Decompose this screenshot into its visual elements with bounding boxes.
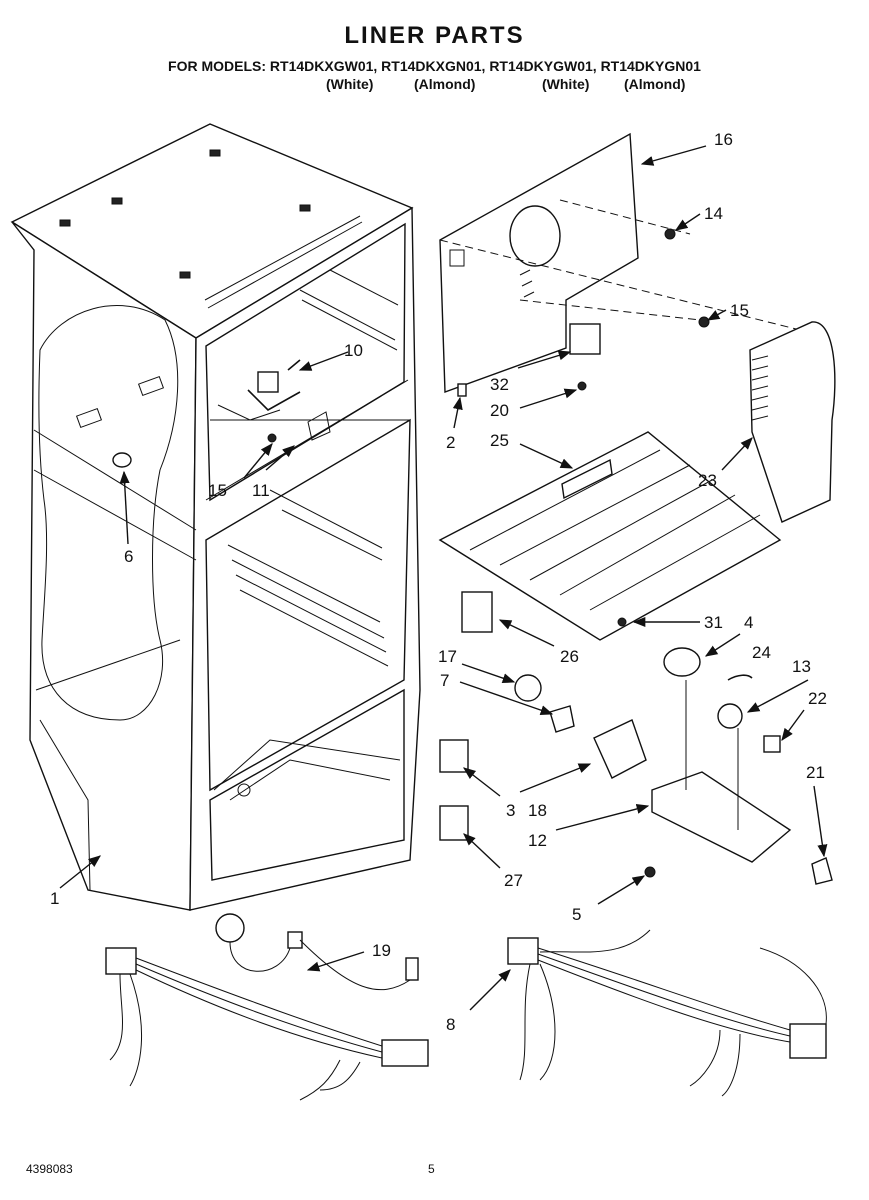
leader-lines [59, 145, 828, 1011]
callout-26: 26 [560, 647, 579, 666]
callout-11: 11 [252, 481, 270, 500]
callout-23: 23 [698, 471, 717, 490]
callout-13: 13 [792, 657, 811, 676]
callout-15: 15 [208, 481, 227, 500]
callout-7: 8 [446, 1015, 455, 1034]
light-socket [549, 705, 575, 733]
callout-3: 3 [506, 801, 515, 820]
shelf-ribs [227, 489, 389, 667]
callout-14-upper: 14 [704, 204, 723, 223]
callout-17: 17 [438, 647, 457, 666]
callout-22: 22 [808, 689, 827, 708]
callout-20: 20 [490, 401, 509, 420]
callout-19: 21 [806, 763, 825, 782]
clip-2 [457, 383, 467, 397]
callout-18: 18 [528, 801, 547, 820]
light-bulb [514, 674, 542, 702]
control-knob [307, 411, 331, 441]
air-grille [749, 321, 836, 523]
clip-19 [811, 857, 833, 885]
model-color-4: (Almond) [624, 76, 686, 92]
wire-harness-7 [507, 929, 827, 1097]
screw-20 [577, 381, 587, 391]
callout-4: 4 [744, 613, 753, 632]
page-number: 5 [428, 1162, 435, 1176]
clip-3 [439, 739, 469, 773]
callout-27: 32 [490, 375, 509, 394]
refrigerator-liner [10, 123, 421, 911]
screw-5 [644, 866, 656, 878]
freezer-shelf-tray [438, 431, 782, 641]
callout-6: 6 [124, 547, 133, 566]
evaporator-cover [439, 132, 801, 393]
part-number: 4398083 [26, 1162, 73, 1176]
callout-25: 25 [490, 431, 509, 450]
knob-22 [763, 735, 781, 753]
wire-harness-21 [105, 913, 429, 1101]
callout-12: 12 [528, 831, 547, 850]
damper-4 [663, 647, 701, 677]
callout-24: 24 [752, 643, 771, 662]
switch-32 [439, 805, 469, 841]
screw-15 [267, 433, 277, 443]
screw-14b [698, 316, 710, 328]
callout-5: 5 [572, 905, 581, 924]
control-thermostat [217, 359, 301, 421]
tube-24 [727, 674, 753, 681]
callout-32: 27 [504, 871, 523, 890]
thermostat-13 [717, 703, 743, 729]
callout-31: 31 [704, 613, 723, 632]
model-color-3: (White) [542, 76, 590, 92]
models-line: FOR MODELS: RT14DKXGW01, RT14DKXGN01, RT… [168, 58, 701, 74]
plug-button [112, 452, 132, 468]
control-housing [651, 771, 792, 863]
callout-10: 10 [344, 341, 363, 360]
callout-14-lower: 15 [730, 301, 749, 320]
callout-1: 1 [50, 889, 59, 908]
callout-labels: 16 14 15 10 32 20 2 25 23 15 11 6 31 4 2… [50, 130, 827, 1034]
light-shield [593, 719, 647, 779]
model-color-2: (Almond) [414, 76, 476, 92]
page-title: LINER PARTS [344, 22, 525, 49]
callout-2: 2 [446, 433, 455, 452]
callout-21: 19 [372, 941, 391, 960]
callout-16: 16 [714, 130, 733, 149]
screw-14a [664, 228, 676, 240]
callout-8: 7 [440, 671, 449, 690]
light-switch [461, 591, 493, 633]
model-color-1: (White) [326, 76, 374, 92]
screw-31 [617, 617, 627, 627]
